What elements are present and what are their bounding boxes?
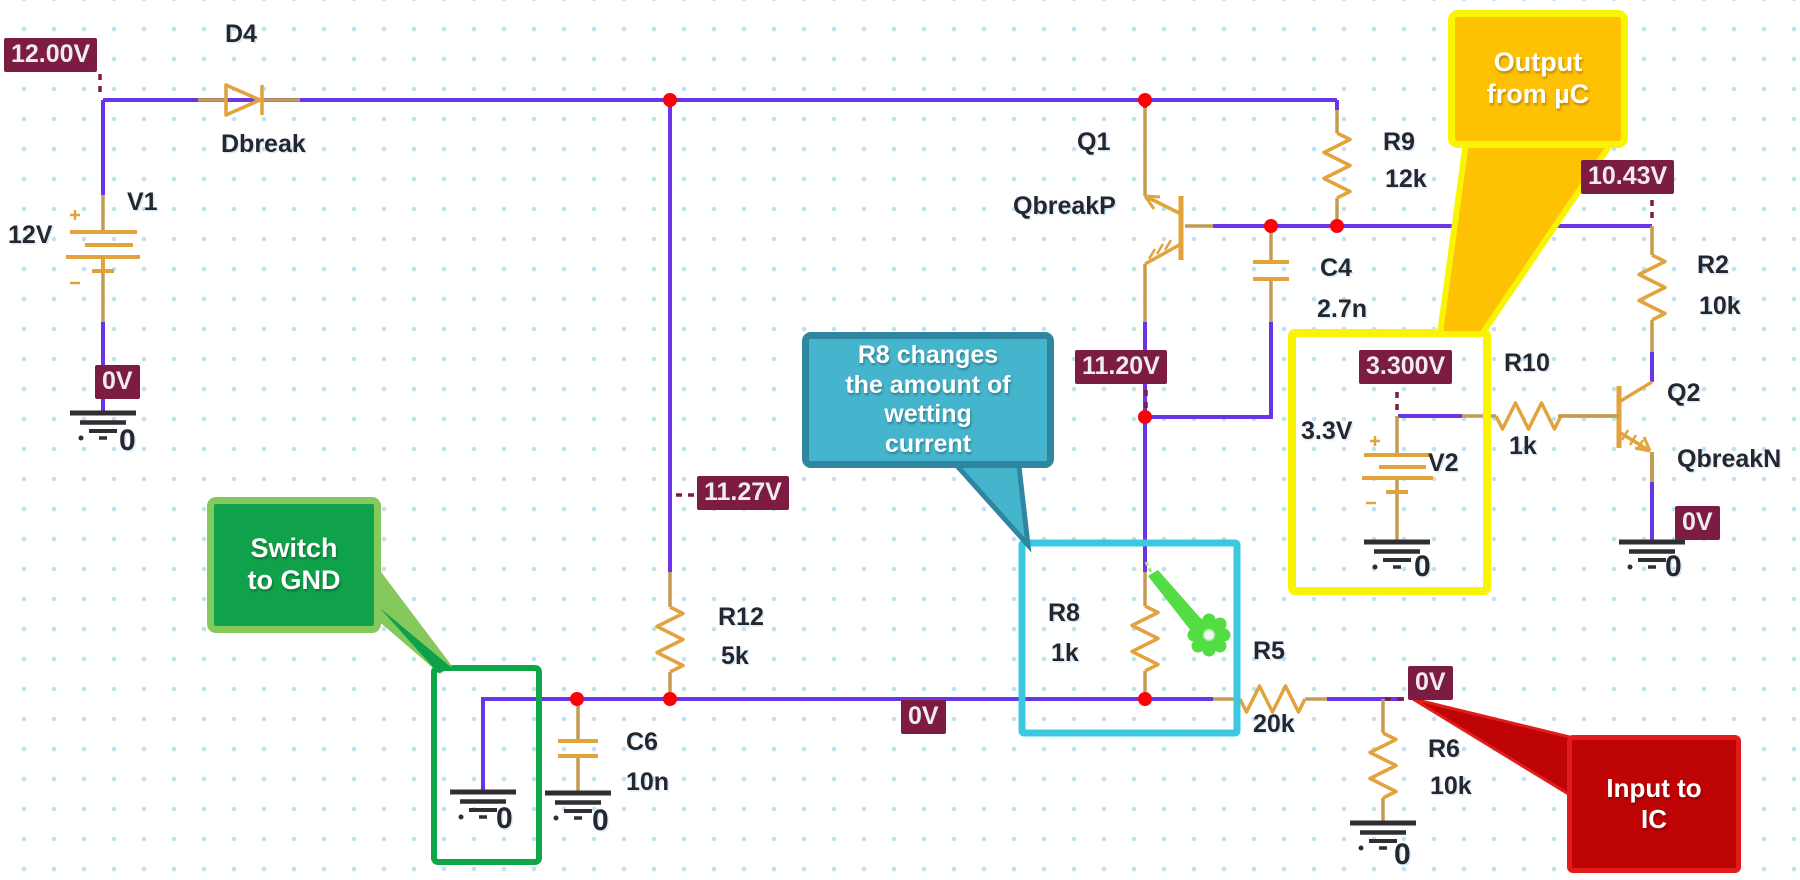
label-q1-ref[interactable]: Q1: [1077, 128, 1111, 156]
label-r6-ref[interactable]: R6: [1428, 735, 1460, 763]
callout-wetting-current: R8 changes the amount of wetting current: [802, 332, 1054, 468]
label-r8-value[interactable]: 1k: [1051, 639, 1079, 667]
label-c4-ref[interactable]: C4: [1320, 254, 1352, 282]
label-r5-ref[interactable]: R5: [1253, 637, 1285, 665]
bias-badge-0v-rail[interactable]: 0V: [901, 700, 946, 734]
callout-wetting-line1: R8 changes: [857, 341, 999, 369]
label-d4-value[interactable]: Dbreak: [221, 130, 306, 158]
label-v1-ref[interactable]: V1: [127, 188, 158, 216]
highlight-box-r8-cyan: [1018, 539, 1241, 737]
bias-badge-1127[interactable]: 11.27V: [697, 476, 789, 510]
resistor-r6-symbol[interactable]: [1368, 731, 1398, 800]
ground-v1[interactable]: [70, 410, 136, 441]
callout-switch-line1: Switch: [250, 533, 338, 564]
junction-dots: [570, 93, 1344, 706]
label-q2-value[interactable]: QbreakN: [1677, 445, 1782, 473]
highlight-box-gnd-green: [431, 665, 542, 865]
label-r12-ref[interactable]: R12: [718, 603, 764, 631]
resistor-r12-symbol[interactable]: [655, 605, 685, 674]
label-d4-ref[interactable]: D4: [225, 20, 257, 48]
callout-output-line2: from µC: [1486, 79, 1590, 109]
ground-label-v2[interactable]: 0: [1414, 550, 1431, 583]
ground-c6[interactable]: [545, 790, 611, 821]
callout-output-line1: Output: [1493, 47, 1583, 78]
label-c6-ref[interactable]: C6: [626, 728, 658, 756]
label-r10-ref[interactable]: R10: [1504, 349, 1550, 377]
label-r12-value[interactable]: 5k: [721, 642, 749, 670]
label-v2-value[interactable]: 3.3V: [1301, 417, 1353, 445]
ground-label-c6[interactable]: 0: [592, 804, 609, 837]
callout-wetting-line4: current: [884, 429, 972, 458]
label-r10-value[interactable]: 1k: [1509, 432, 1537, 460]
resistor-r9-symbol[interactable]: [1322, 131, 1352, 200]
ground-label-switch[interactable]: 0: [496, 802, 513, 835]
vsource-v2-symbol[interactable]: [1362, 436, 1433, 505]
transistor-q1-symbol[interactable]: [1143, 194, 1184, 266]
ground-label-r6[interactable]: 0: [1394, 838, 1411, 871]
label-c6-value[interactable]: 10n: [626, 768, 670, 796]
resistor-r8-symbol[interactable]: [1130, 604, 1160, 673]
bias-leader-dashes: [98, 74, 1654, 701]
label-r2-value[interactable]: 10k: [1699, 292, 1741, 320]
ground-v2[interactable]: [1364, 539, 1430, 570]
callout-switch-line2: to GND: [247, 565, 341, 595]
switch-callout-pointer: [368, 560, 452, 674]
label-c4-value[interactable]: 2.7n: [1317, 295, 1368, 323]
callout-input-to-ic: Input to IC: [1567, 735, 1741, 873]
label-r2-ref[interactable]: R2: [1697, 251, 1729, 279]
callout-input-line2: IC: [1641, 804, 1667, 834]
ground-r6[interactable]: [1350, 820, 1416, 851]
resistor-r5-symbol[interactable]: [1238, 684, 1307, 714]
label-v1-value[interactable]: 12V: [8, 221, 53, 249]
ground-label-v1[interactable]: 0: [119, 424, 136, 457]
bias-badge-0v-v1[interactable]: 0V: [95, 365, 140, 399]
capacitor-c6-symbol[interactable]: [558, 739, 598, 758]
callout-switch-to-gnd: Switch to GND: [207, 497, 381, 633]
capacitor-c4-symbol[interactable]: [1253, 260, 1289, 281]
label-r9-ref[interactable]: R9: [1383, 128, 1415, 156]
label-r5-value[interactable]: 20k: [1253, 710, 1295, 738]
resistor-r10-symbol[interactable]: [1494, 401, 1563, 431]
ground-q2[interactable]: [1619, 539, 1685, 570]
label-r8-ref[interactable]: R8: [1048, 599, 1080, 627]
bias-badge-3300[interactable]: 3.300V: [1359, 350, 1453, 384]
callout-wetting-line3: wetting: [884, 400, 972, 428]
highlight-box-v2-yellow: [1288, 329, 1491, 595]
vsource-v1-symbol[interactable]: [66, 210, 140, 285]
bias-badge-1043[interactable]: 10.43V: [1581, 160, 1675, 194]
label-r9-value[interactable]: 12k: [1385, 165, 1427, 193]
wetting-callout-pointer: [944, 455, 1032, 553]
callout-output-from-uc: Output from µC: [1448, 10, 1628, 148]
wire-net[interactable]: [101, 98, 1654, 792]
diode-d4-symbol[interactable]: [224, 83, 264, 117]
r8-adjust-pointer-icon: [1144, 561, 1231, 657]
bias-badge-12v[interactable]: 12.00V: [4, 38, 98, 72]
label-q2-ref[interactable]: Q2: [1667, 379, 1701, 407]
label-v2-ref[interactable]: V2: [1428, 449, 1459, 477]
label-q1-value[interactable]: QbreakP: [1013, 192, 1116, 220]
label-r6-value[interactable]: 10k: [1430, 772, 1472, 800]
bias-badge-0v-r6[interactable]: 0V: [1408, 666, 1453, 700]
transistor-q2-symbol[interactable]: [1558, 380, 1653, 453]
ground-label-q2[interactable]: 0: [1665, 550, 1682, 583]
callout-input-line1: Input to: [1606, 773, 1702, 804]
callout-wetting-line2: the amount of: [845, 370, 1011, 399]
resistor-r2-symbol[interactable]: [1637, 253, 1667, 322]
bias-badge-0v-q2[interactable]: 0V: [1675, 506, 1720, 540]
ground-switch[interactable]: [450, 789, 516, 820]
bias-badge-1120[interactable]: 11.20V: [1075, 350, 1167, 384]
